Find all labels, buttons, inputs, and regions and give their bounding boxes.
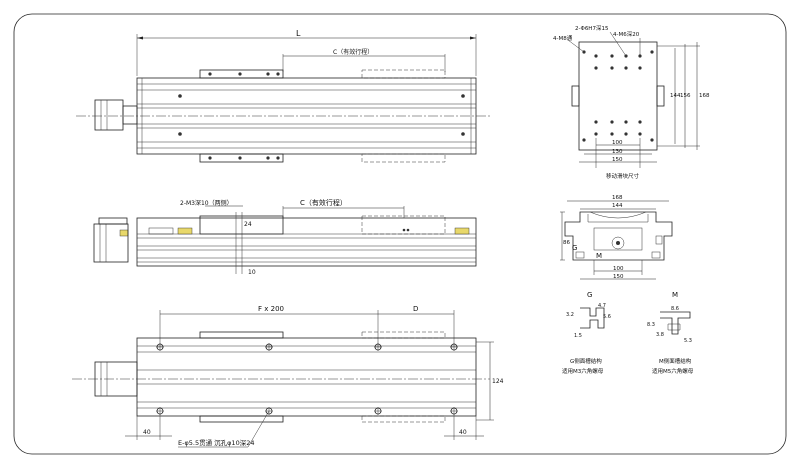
dim-40-left: 40: [143, 429, 151, 436]
slider-plate-outline: [578, 41, 658, 151]
dim-C-top: C（有效行程）: [333, 48, 373, 56]
slot-m-caption1: M侧面槽结构: [659, 357, 692, 365]
slot-m-title: M: [672, 291, 678, 299]
mounting-holes: [156, 343, 458, 415]
slot-g-47: 4.7: [598, 303, 606, 309]
slider-front: [199, 215, 284, 235]
dim-40-right: 40: [459, 429, 467, 436]
dim-C-front: C（有效行程）: [300, 198, 347, 207]
bottom-view: F x 200 D 124: [72, 305, 504, 448]
dim-144: 144: [670, 93, 681, 99]
motor-front: [93, 223, 129, 263]
page-border: [13, 13, 787, 455]
slot-m-83: 8.3: [647, 322, 655, 328]
dim-24: 24: [244, 221, 252, 228]
label-4m8: 4-M8通: [553, 34, 573, 42]
slot-g-32: 3.2: [566, 312, 574, 318]
dim-144-sec: 144: [612, 203, 623, 209]
section-outline: [564, 211, 673, 261]
dim-L: L: [296, 29, 301, 38]
cross-section: 168 144 86 G M 100 150: [560, 195, 673, 280]
slot-m-detail: M 8.6 8.3 3.8 5.3 M侧面槽结构 适用M5六角螺母: [647, 291, 694, 375]
section-M-label: M: [596, 252, 602, 260]
dim-130-plate: 130: [612, 149, 623, 155]
slot-g-56: 5.6: [603, 314, 611, 320]
section-G-label: G: [572, 244, 577, 252]
slot-g-15: 1.5: [574, 333, 582, 339]
front-holes-label: 2-M3深10（两侧）: [180, 199, 233, 207]
dim-10: 10: [248, 269, 256, 276]
plate-caption: 移动滑块尺寸: [606, 172, 640, 180]
dim-100-plate: 100: [612, 140, 623, 146]
rail-body-bottom: [136, 337, 477, 417]
dim-168-sec: 168: [612, 195, 623, 201]
dim-E: E-φ5.5贯通 沉孔φ10深24: [178, 438, 254, 447]
dim-168: 168: [699, 93, 710, 99]
dim-150-sec: 150: [613, 274, 624, 280]
slot-g-detail: G 4.7 3.2 5.6 1.5 G侧面槽结构 适用M3六角螺母: [562, 291, 611, 375]
slot-g-caption1: G侧面槽结构: [570, 357, 602, 365]
dim-86: 86: [563, 240, 570, 246]
front-view: 2-M3深10（两侧） C（有效行程） 24 10: [93, 198, 477, 276]
label-2pin: 2-Φ6H7深15: [575, 24, 609, 32]
dim-156: 156: [680, 93, 691, 99]
slot-m-86: 8.6: [671, 306, 679, 312]
top-view: L C（有效行程）: [76, 29, 490, 163]
motor-top: [94, 99, 124, 131]
label-4m6: 4-M6深20: [613, 30, 640, 38]
slider-plate-detail: 4-M8通 2-Φ6H7深15 4-M6深20 144 156 168 100 …: [553, 24, 710, 180]
dim-100-sec: 100: [613, 266, 624, 272]
slot-m-53: 5.3: [684, 338, 692, 344]
dim-124: 124: [492, 378, 504, 385]
slot-m-38: 3.8: [656, 332, 664, 338]
slot-g-title: G: [587, 291, 592, 299]
slot-g-caption2: 适用M3六角螺母: [562, 367, 604, 375]
dim-D: D: [413, 305, 418, 313]
dim-150-plate: 150: [612, 157, 623, 163]
dim-F: F x 200: [258, 305, 284, 313]
slot-m-caption2: 适用M5六角螺母: [652, 367, 694, 375]
rail-body-front: [136, 217, 477, 267]
